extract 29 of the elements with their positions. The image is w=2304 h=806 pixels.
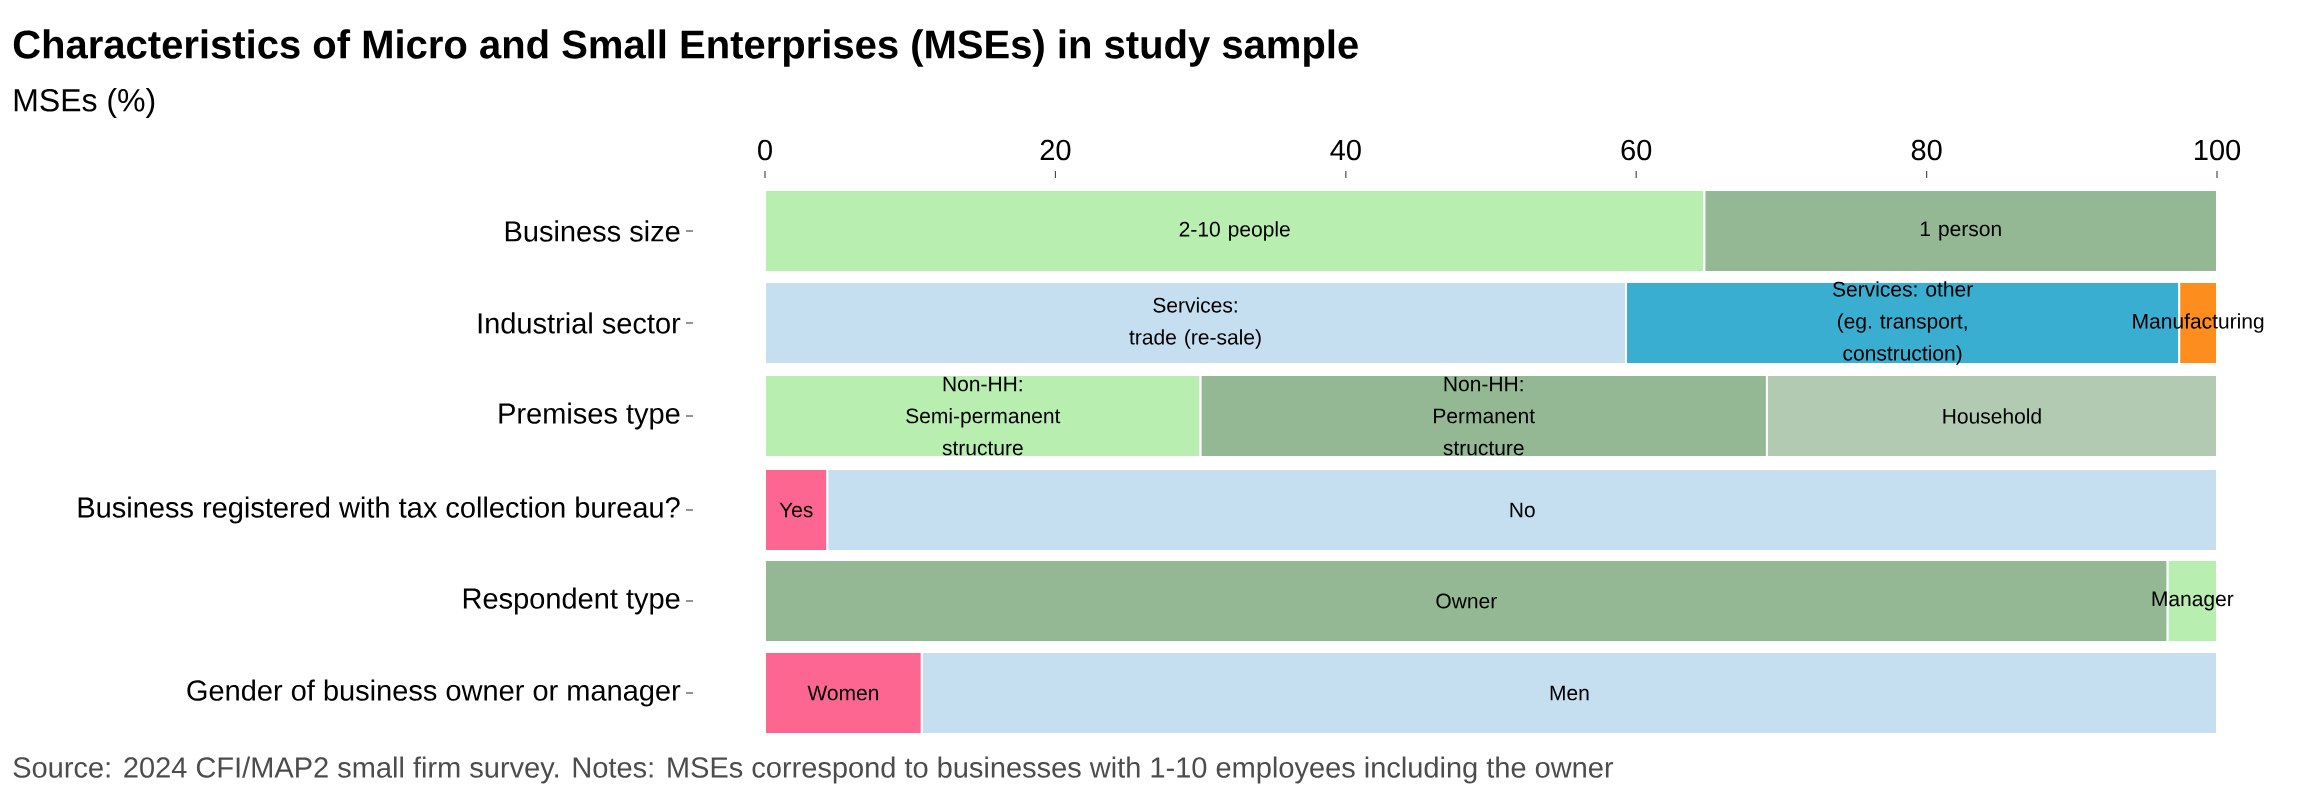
tick-label: 0 [758, 139, 772, 161]
segment-label: Yes [779, 502, 813, 518]
tick-label: 80 [1911, 139, 1942, 161]
segment-label: 2-10 people [1179, 221, 1290, 241]
segment-label: 1 person [1920, 221, 2001, 241]
chart-title: Characteristics of Micro and Small Enterprises (MSEs) in study sample [13, 29, 1358, 67]
axis-title: MSEs (%) [14, 88, 155, 118]
tick-label: 60 [1621, 139, 1652, 161]
category-label: Gender of business owner or manager [187, 679, 681, 707]
category-label: Respondent type [463, 587, 680, 615]
tick-label: 20 [1040, 139, 1071, 161]
segment-label: Non-HH: Semi-permanent structure [906, 376, 1061, 456]
segment-label: Men [1550, 685, 1589, 701]
segment-label: Manufacturing [2133, 313, 2264, 333]
category-label: Premises type [499, 402, 680, 430]
tick-label: 40 [1330, 139, 1361, 161]
segment-label: Manager [2152, 591, 2234, 611]
segment-label: Women [807, 685, 879, 701]
category-label: Business registered with tax collection bureau? [78, 496, 680, 524]
segment-label: Services: other (eg. transport, construction) [1832, 281, 1973, 365]
segment-label: Household [1943, 408, 2041, 424]
category-label: Industrial sector [478, 312, 681, 334]
category-label: Business size [505, 220, 680, 242]
segment-label: Owner [1436, 593, 1497, 609]
segment-label: Services: trade (re-sale) [1129, 297, 1261, 349]
source-note: Source: 2024 CFI/MAP2 small firm survey. Notes: MSEs correspond to businesses with 1-10 employees including the owner [13, 756, 1614, 784]
tick-label: 100 [2195, 139, 2241, 161]
segment-label: Non-HH: Permanent structure [1434, 376, 1535, 456]
segment-label: No [1510, 502, 1535, 518]
